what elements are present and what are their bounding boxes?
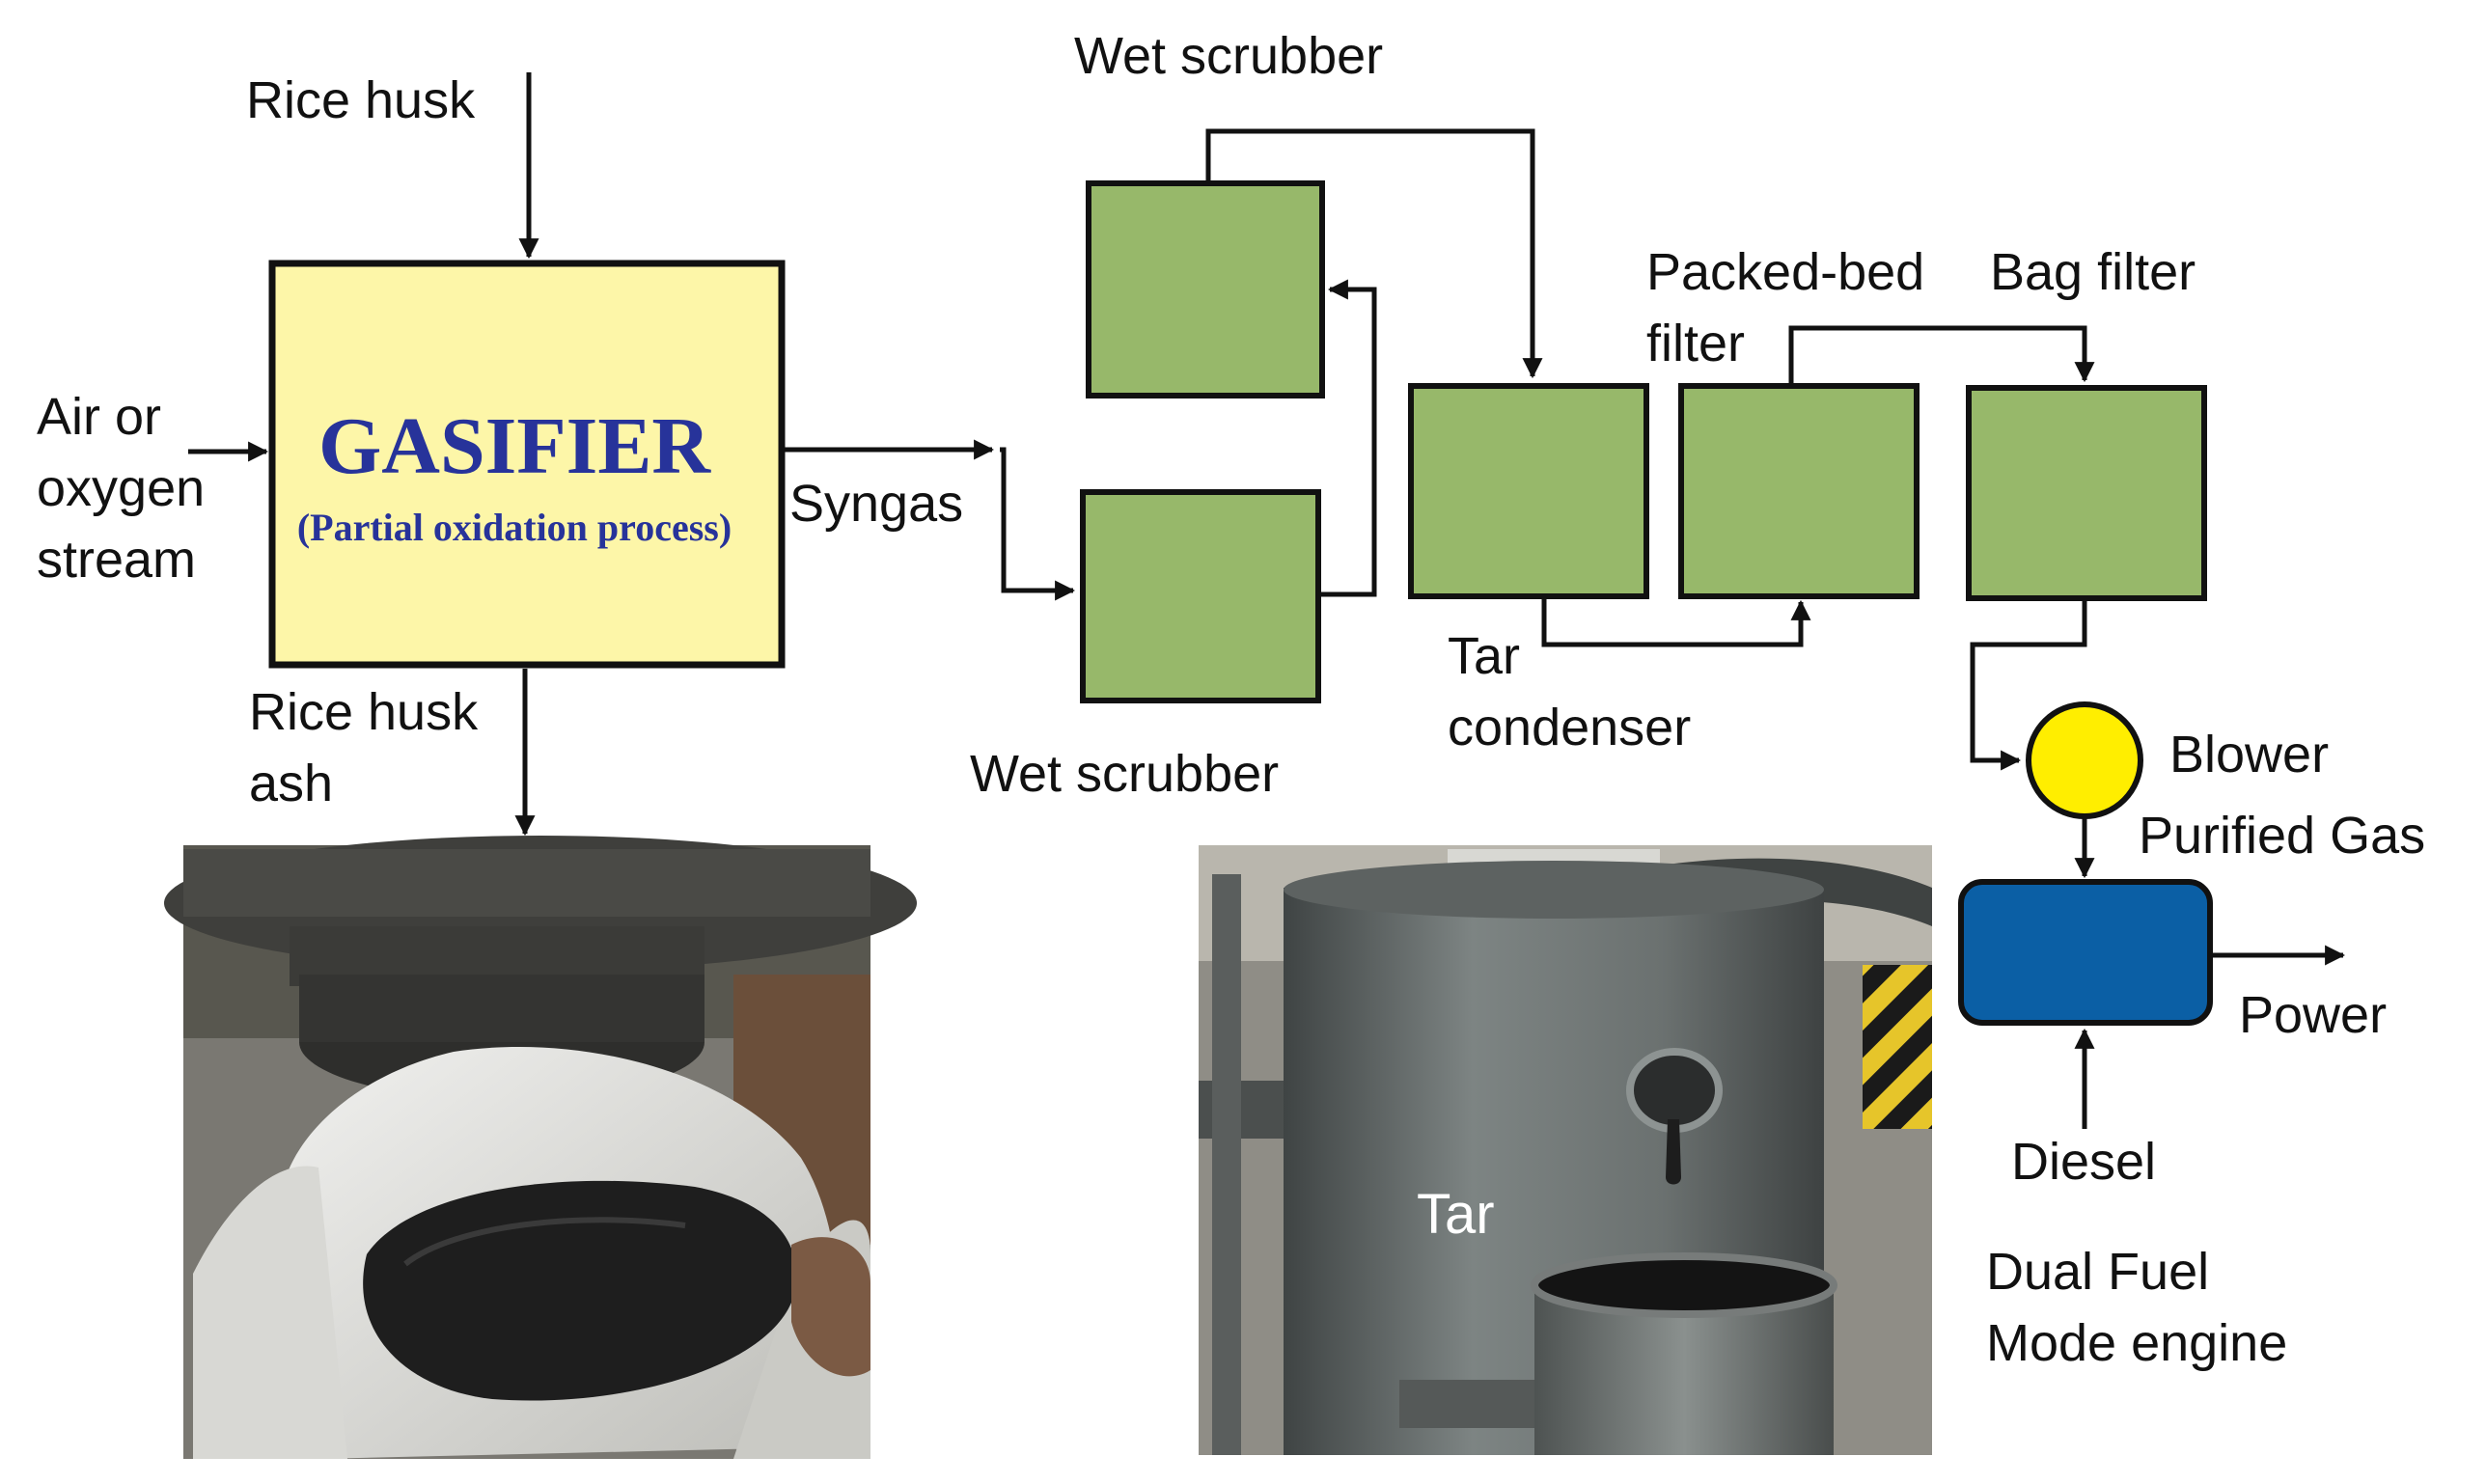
- wet-scrubber-bottom-box: [1080, 489, 1321, 703]
- rice-husk-ash-photo: [164, 836, 917, 1459]
- gasifier-subtitle: (Partial oxidation process): [297, 506, 732, 549]
- wet-scrubber-top-label: Wet scrubber: [1074, 27, 1383, 85]
- wet-scrubber-top-box: [1086, 180, 1325, 398]
- blower-circle: [2026, 701, 2143, 819]
- dual-fuel-engine-box: [1958, 879, 2213, 1026]
- scrubber-link-line: [1318, 279, 1377, 597]
- air-oxygen-label: Air or oxygen stream: [37, 388, 219, 589]
- tar-photo-label: Tar: [1417, 1183, 1495, 1246]
- rice-husk-ash-label: Rice husk ash: [249, 683, 492, 812]
- condenser-to-packed-bed-line: [1541, 596, 1811, 647]
- syngas-to-wet-scrubber-line: [1000, 447, 1076, 601]
- dual-fuel-engine-label: Dual Fuel Mode engine: [1986, 1243, 2287, 1372]
- bag-filter-to-blower-line: [1970, 598, 2087, 771]
- tar-condenser-box: [1408, 383, 1649, 599]
- syngas-label: Syngas: [789, 475, 963, 533]
- gasifier-box: GASIFIER (Partial oxidation process): [268, 260, 786, 669]
- diesel-label: Diesel: [2011, 1133, 2156, 1191]
- bag-filter-box: [1966, 385, 2207, 601]
- tar-photo: Tar: [1199, 845, 1932, 1455]
- packed-bed-to-bag-filter-line: [1788, 325, 2095, 386]
- blower-label: Blower: [2169, 726, 2329, 783]
- packed-bed-filter-box: [1678, 383, 1920, 599]
- gasifier-title: GASIFIER: [318, 401, 711, 491]
- packed-bed-filter-label: Packed-bed filter: [1646, 243, 1939, 372]
- tar-condenser-label: Tar condenser: [1448, 627, 1691, 756]
- bag-filter-label: Bag filter: [1990, 243, 2196, 301]
- power-label: Power: [2239, 986, 2387, 1044]
- rice-husk-label: Rice husk: [246, 71, 476, 129]
- scrubber-to-condenser-line: [1205, 128, 1543, 379]
- wet-scrubber-bottom-label: Wet scrubber: [970, 745, 1279, 803]
- purified-gas-label: Purified Gas: [2139, 807, 2425, 865]
